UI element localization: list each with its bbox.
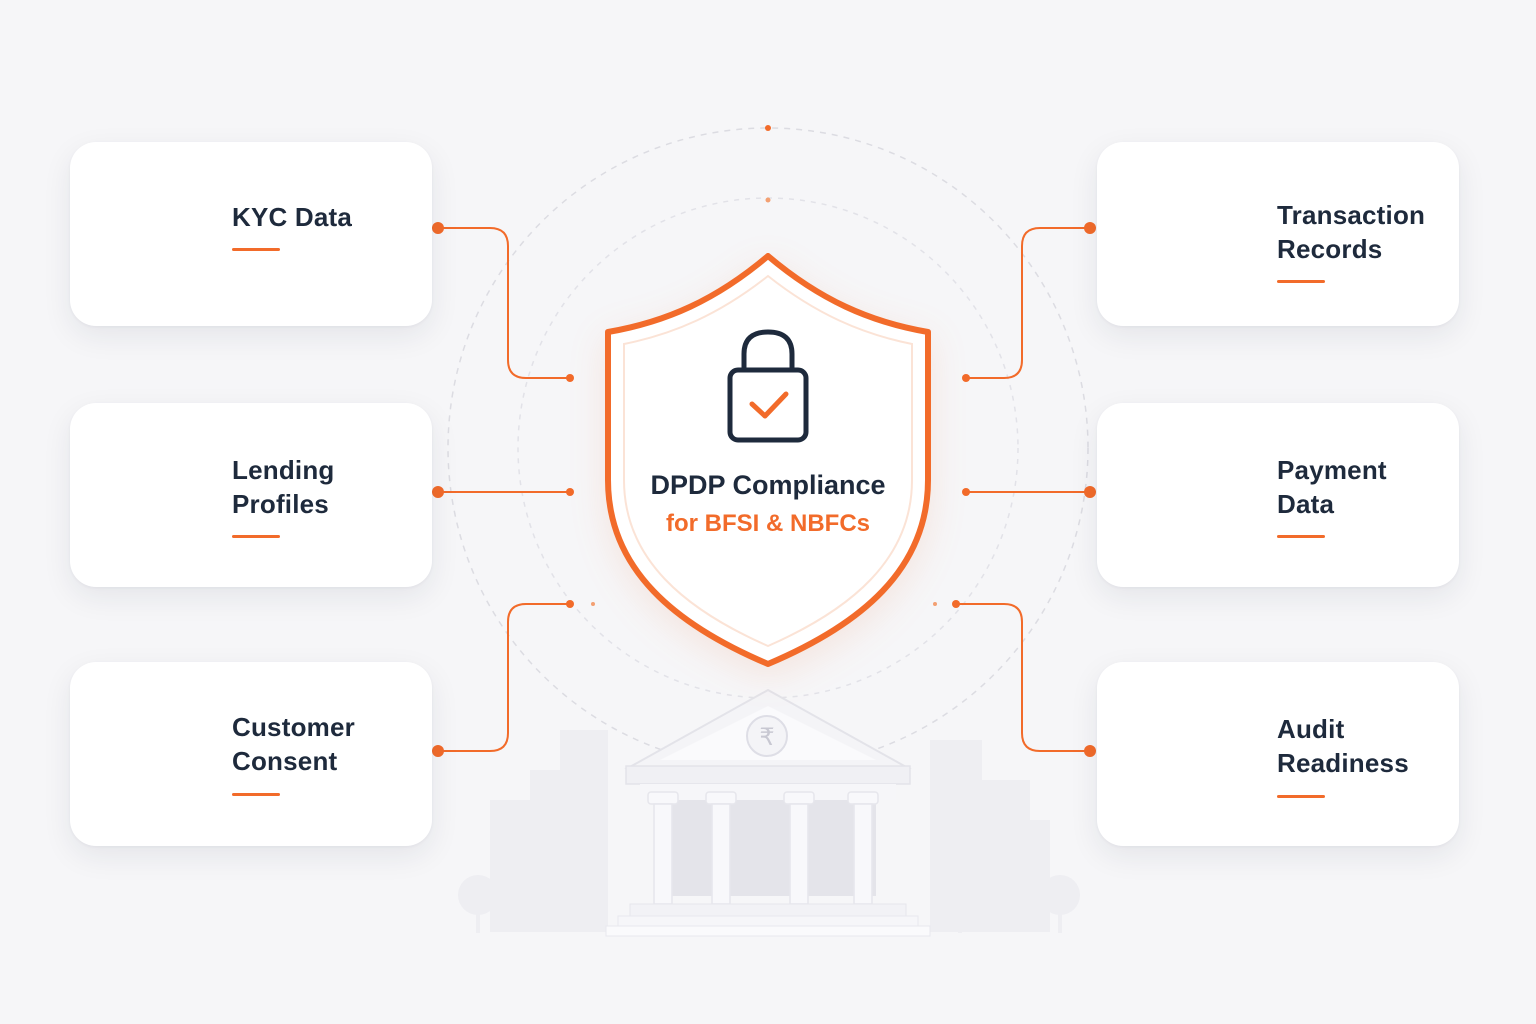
bank-rupee-symbol: ₹	[759, 723, 774, 751]
card-kyc-data: KYC Data	[70, 142, 432, 326]
connector-dots	[432, 222, 1096, 757]
card-accent-rule	[1277, 535, 1325, 538]
card-accent-rule	[1277, 795, 1325, 798]
card-title: KYC Data	[232, 202, 353, 232]
card-title: Audit Readiness	[1277, 714, 1409, 778]
shield	[605, 253, 931, 667]
card-transaction-records: Transaction Records	[1097, 142, 1459, 326]
card-customer-consent: Customer Consent	[70, 662, 432, 846]
card-title: Payment Data	[1277, 455, 1387, 519]
orbit-dot-top	[765, 125, 771, 131]
orbit-ring-outer	[447, 127, 1089, 769]
card-accent-rule	[1277, 280, 1325, 283]
shield-title: DPDP Compliance	[650, 470, 886, 500]
orbit-dot-mid	[765, 197, 771, 203]
card-title: Lending Profiles	[232, 455, 335, 519]
connectors	[438, 227, 1090, 752]
bank-building-icon	[605, 688, 931, 937]
card-payment-data: Payment Data	[1097, 403, 1459, 587]
shield-subtitle: for BFSI & NBFCs	[666, 510, 870, 537]
lock-check-icon	[727, 329, 809, 443]
card-audit-readiness: Audit Readiness	[1097, 662, 1459, 846]
city-silhouette	[458, 730, 1080, 933]
card-title: Transaction Records	[1277, 200, 1426, 264]
card-lending-profiles: Lending Profiles	[70, 403, 432, 587]
card-accent-rule	[232, 793, 280, 796]
card-accent-rule	[232, 248, 280, 251]
card-accent-rule	[232, 535, 280, 538]
card-title: Customer Consent	[232, 712, 355, 776]
